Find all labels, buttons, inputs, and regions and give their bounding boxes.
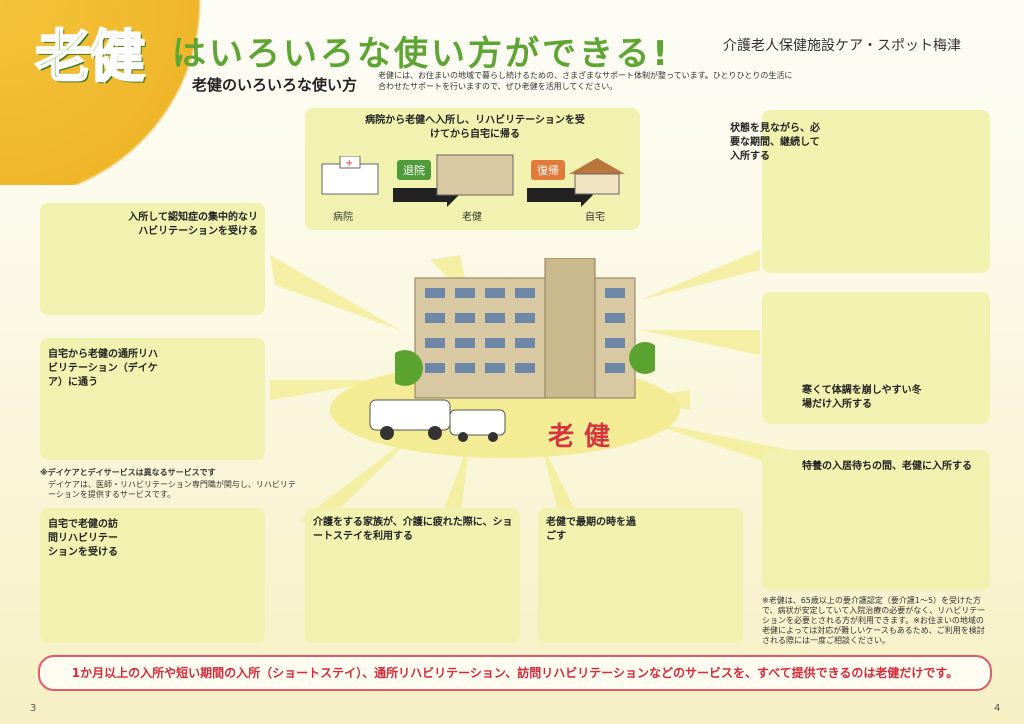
discharge-tag: 退院 — [397, 160, 431, 180]
terminal-caption: 老健で最期の時を過ごす — [546, 517, 636, 542]
panel-terminal-care: 老健で最期の時を過ごす — [538, 508, 743, 643]
flow-step-home: 自宅 — [585, 212, 605, 223]
hero-title: 老健 — [34, 24, 146, 91]
subheading: 老健のいろいろな使い方 — [192, 76, 358, 94]
house-icon — [569, 158, 625, 195]
panel-visit-rehab: 自宅で老健の訪問リハビリテーションを受ける — [40, 508, 265, 643]
panel-daycare: 自宅から老健の通所リハビリテーション（デイケア）に通う — [40, 338, 265, 460]
monitor-caption: 状態を見ながら、必要な期間、継続して入所する — [730, 123, 820, 162]
headline: はいろいろな使い方ができる! — [172, 34, 671, 74]
eligibility-note: ※老健は、65歳以上の要介護認定（要介護1〜5）を受けた方で、病状が安定していて… — [762, 596, 986, 645]
winter-caption: 寒くて体調を崩しやすい冬場だけ入所する — [802, 385, 922, 410]
svg-text:+: + — [345, 158, 353, 169]
center-label: 老健 — [548, 422, 621, 452]
visit-caption: 自宅で老健の訪問リハビリテーションを受ける — [48, 519, 118, 558]
page-number-left: 3 — [30, 703, 37, 714]
flow-caption: 病院から老健へ入所し、リハビリテーションを受けてから自宅に帰る — [365, 115, 585, 140]
facility-icon — [436, 154, 514, 196]
daycare-caption: 自宅から老健の通所リハビリテーション（デイケア）に通う — [48, 349, 158, 388]
panel-ongoing-stay: 状態を見ながら、必要な期間、継続して入所する — [730, 110, 990, 273]
panel-dementia-rehab: 入所して認知症の集中的なリハビリテーションを受ける — [40, 203, 265, 315]
hospital-icon: + — [321, 156, 379, 195]
vehicle-illustration — [369, 399, 506, 442]
waiting-caption: 特養の入居待ちの間、老健に入所する — [802, 461, 972, 472]
bottom-banner: 1か月以上の入所や短い期間の入所（ショートステイ）、通所リハビリテーション、訪問… — [38, 655, 992, 691]
page-number-right: 4 — [994, 703, 1001, 714]
facility-building-illustration — [395, 258, 655, 399]
return-tag: 復帰 — [531, 160, 565, 180]
facility-name: 介護老人保健施設ケア・スポット梅津 — [723, 38, 961, 54]
panel-shortstay: 介護をする家族が、介護に疲れた際に、ショートステイを利用する — [305, 508, 520, 643]
panel-hospital-flow: 病院から老健へ入所し、リハビリテーションを受けてから自宅に帰る + 退院 復帰 … — [305, 108, 640, 230]
shortstay-caption: 介護をする家族が、介護に疲れた際に、ショートステイを利用する — [313, 517, 513, 542]
panel-winter-stay: 寒くて体調を崩しやすい冬場だけ入所する — [762, 292, 990, 424]
panel-waiting-stay: 特養の入居待ちの間、老健に入所する — [762, 450, 990, 590]
flow-step-facility: 老健 — [462, 212, 482, 223]
daycare-note-body: デイケアは、医師・リハビリテーション専門職が関与し、リハビリテーションを提供する… — [48, 480, 296, 499]
intro-text: 老健には、お住まいの地域で暮らし続けるための、さまざまなサポート体制が整っていま… — [378, 71, 793, 91]
corner-decoration — [0, 0, 215, 185]
daycare-note-title: ※デイケアとデイサービスは異なるサービスです — [40, 468, 216, 477]
dementia-caption: 入所して認知症の集中的なリハビリテーションを受ける — [128, 212, 258, 237]
flow-step-hospital: 病院 — [333, 212, 353, 223]
